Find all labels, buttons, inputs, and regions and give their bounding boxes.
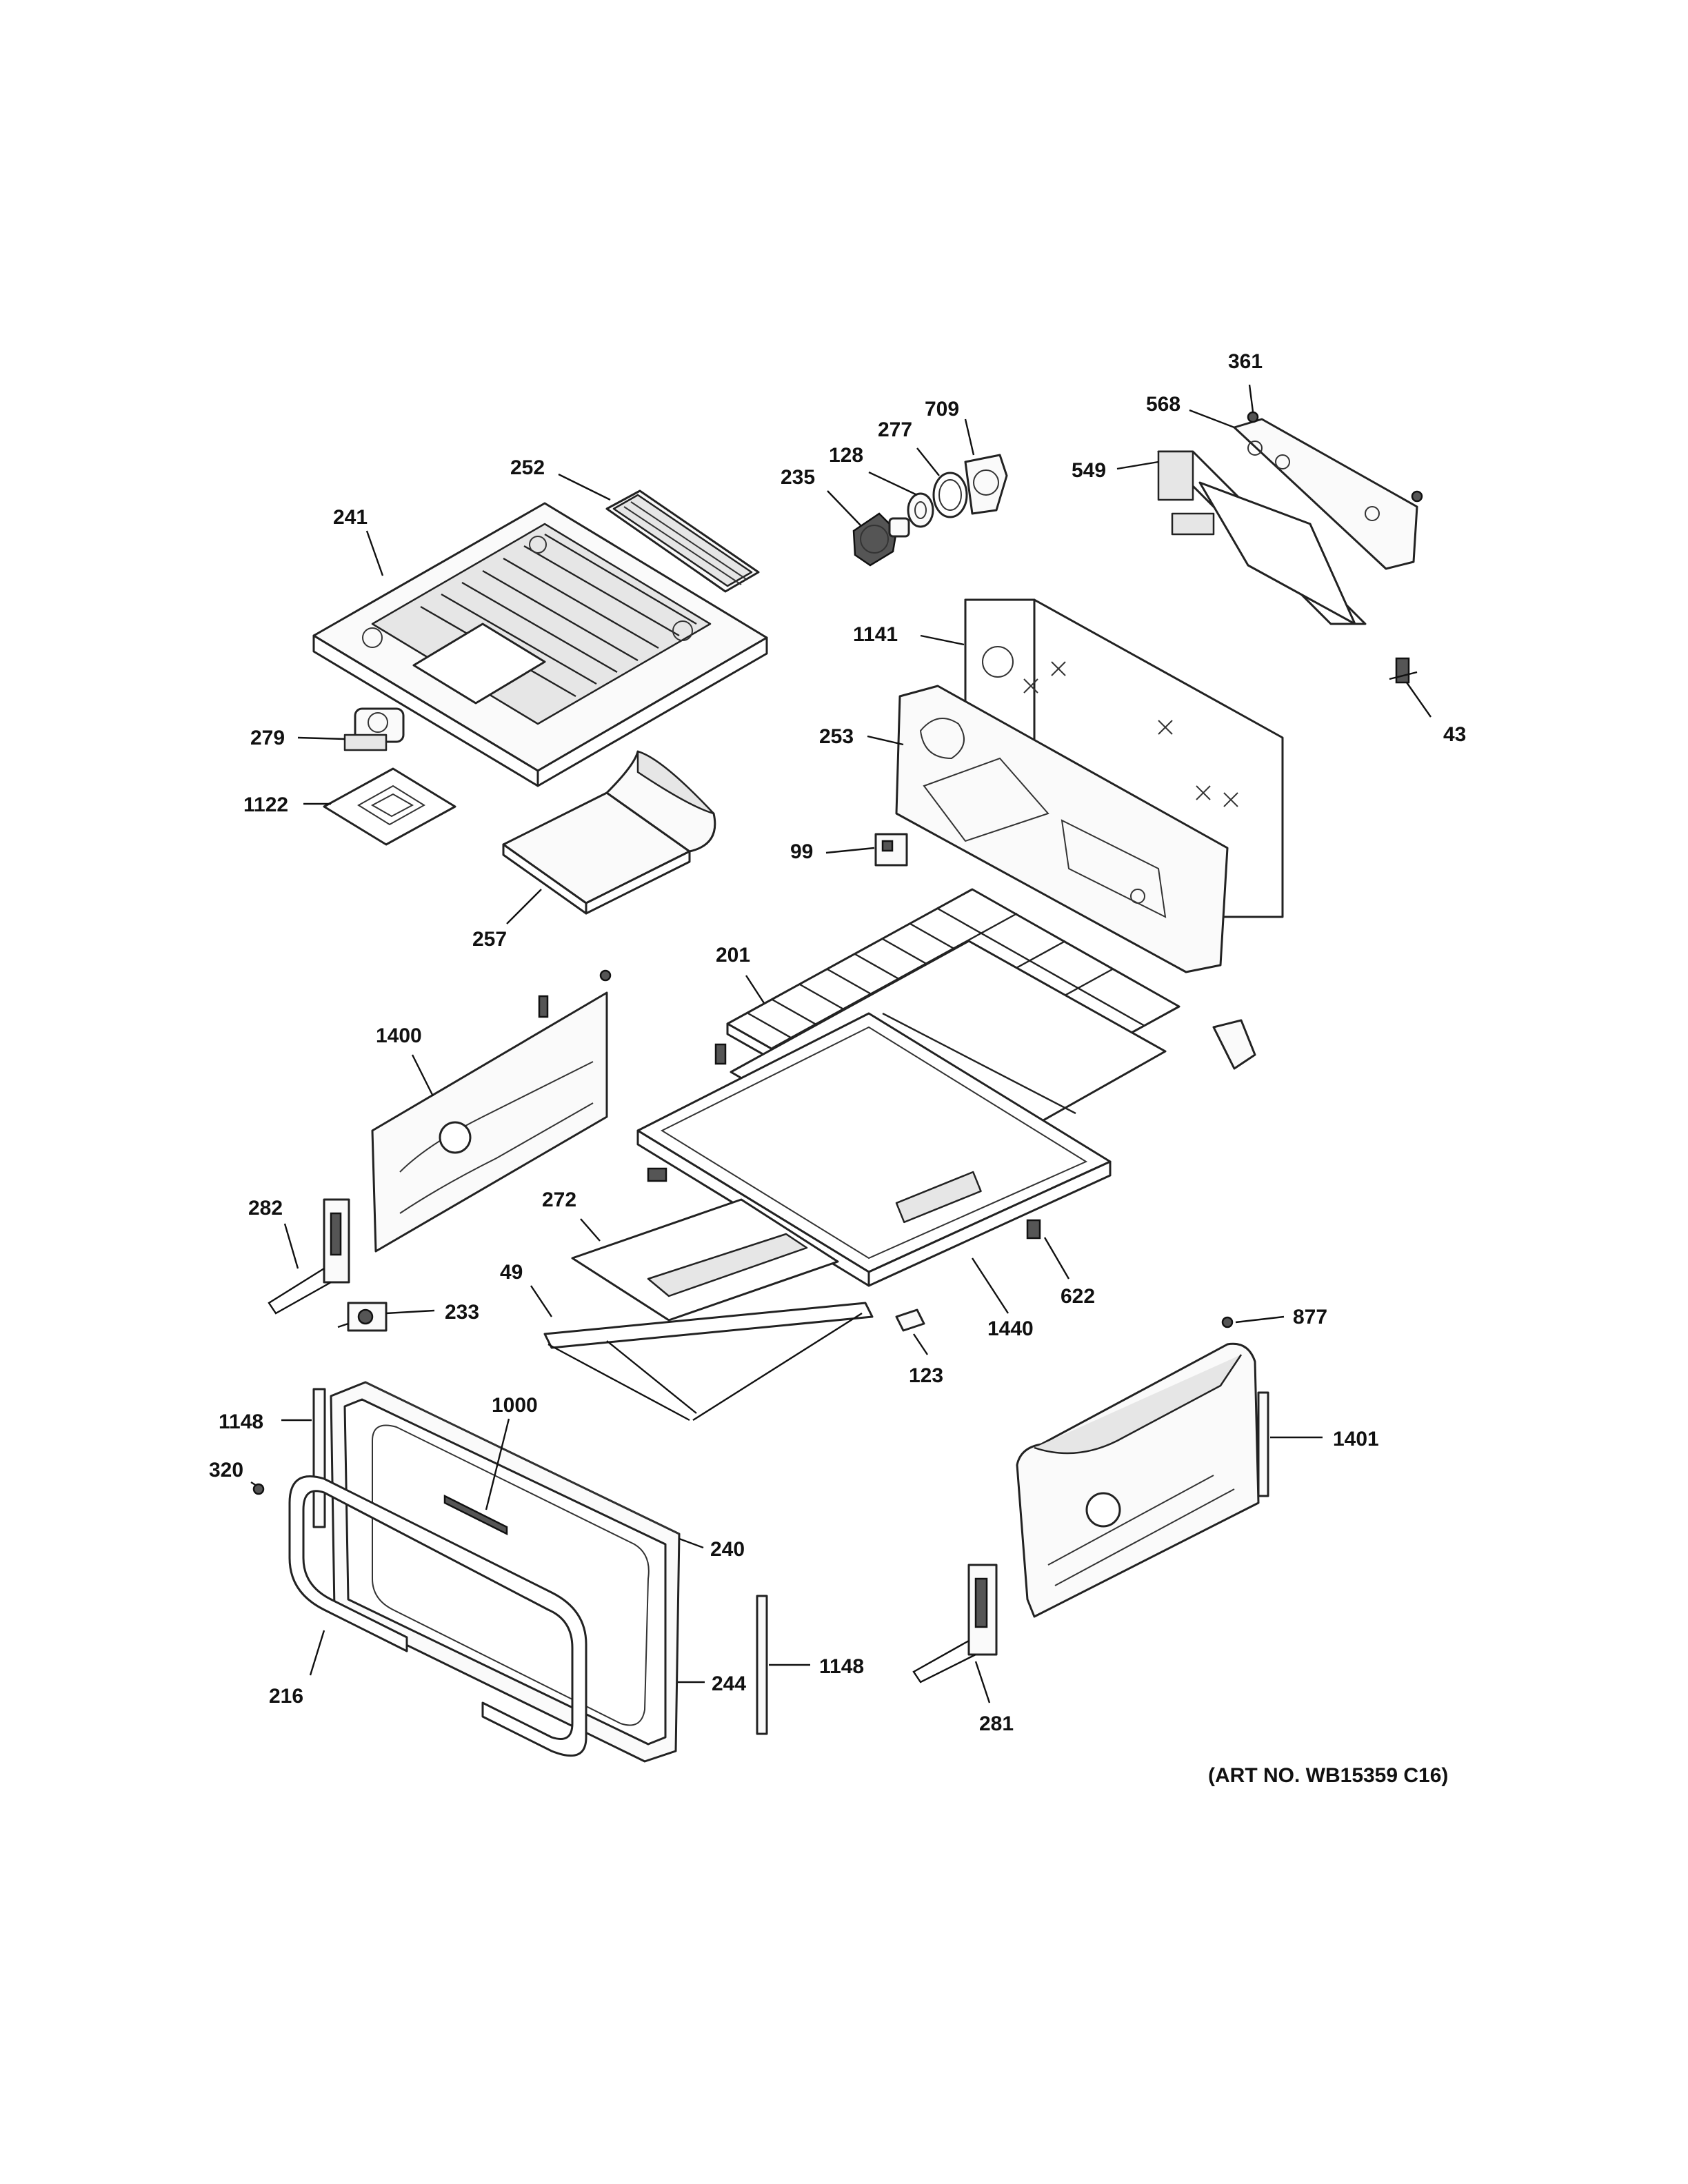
callout-281: 281 bbox=[979, 1712, 1014, 1735]
part-99-hinge-receiver bbox=[874, 833, 908, 867]
art-number: (ART NO. WB15359 C16) bbox=[1208, 1764, 1448, 1787]
callout-272: 272 bbox=[542, 1189, 576, 1211]
callout-877: 877 bbox=[1293, 1306, 1327, 1328]
callout-240: 240 bbox=[710, 1538, 745, 1561]
callout-43: 43 bbox=[1443, 723, 1466, 746]
part-877-screw bbox=[1221, 1316, 1234, 1328]
part-1400-left-side-panel bbox=[371, 969, 612, 1253]
callout-49: 49 bbox=[500, 1261, 523, 1284]
part-281-hinge bbox=[912, 1564, 998, 1684]
callout-99: 99 bbox=[790, 840, 813, 863]
callout-1440: 1440 bbox=[987, 1317, 1034, 1340]
callout-568: 568 bbox=[1146, 393, 1180, 416]
callout-233: 233 bbox=[445, 1301, 479, 1324]
callout-622: 622 bbox=[1061, 1285, 1095, 1308]
callout-123: 123 bbox=[909, 1364, 943, 1387]
callout-244: 244 bbox=[712, 1672, 746, 1695]
part-361-screw bbox=[1247, 411, 1423, 503]
callout-201: 201 bbox=[716, 944, 750, 967]
callout-128: 128 bbox=[829, 444, 863, 467]
part-622-clip bbox=[1026, 1219, 1041, 1240]
part-128-ring bbox=[907, 492, 934, 528]
callout-253: 253 bbox=[819, 725, 854, 748]
part-279-valve bbox=[338, 707, 405, 751]
part-1000-door-handle-strip bbox=[443, 1494, 508, 1536]
callout-1401: 1401 bbox=[1333, 1428, 1379, 1450]
part-257-baffle bbox=[502, 750, 716, 915]
part-49-bake-burner bbox=[543, 1302, 874, 1422]
callout-252: 252 bbox=[510, 456, 545, 479]
callout-1148-left: 1148 bbox=[219, 1410, 263, 1433]
part-235-igniter bbox=[852, 512, 910, 567]
callout-1122: 1122 bbox=[243, 793, 288, 816]
part-252-vent-trim bbox=[605, 489, 760, 593]
part-320-screw bbox=[252, 1483, 265, 1495]
callout-279: 279 bbox=[250, 727, 285, 749]
part-709-bracket bbox=[964, 454, 1008, 515]
callout-277: 277 bbox=[878, 418, 912, 441]
callout-1400: 1400 bbox=[376, 1024, 422, 1047]
part-1122-label bbox=[323, 767, 456, 846]
part-549-insulation bbox=[1157, 450, 1367, 625]
part-216-door-gasket bbox=[288, 1475, 587, 1757]
part-123-bracket bbox=[895, 1308, 925, 1332]
callout-1148-right: 1148 bbox=[819, 1655, 864, 1678]
callout-235: 235 bbox=[781, 466, 815, 489]
callout-241: 241 bbox=[333, 506, 368, 529]
callout-282: 282 bbox=[248, 1197, 283, 1220]
part-241-oven-top-cover bbox=[312, 502, 768, 787]
callout-320: 320 bbox=[209, 1459, 243, 1482]
callout-216: 216 bbox=[269, 1685, 303, 1708]
callout-257: 257 bbox=[472, 928, 507, 951]
callout-1000: 1000 bbox=[492, 1394, 538, 1417]
callout-labels: 361 568 709 277 128 235 549 252 241 1141… bbox=[209, 350, 1466, 1735]
part-1148-left-strip bbox=[312, 1388, 326, 1528]
callout-709: 709 bbox=[925, 398, 959, 421]
part-1148-right-strip bbox=[756, 1595, 768, 1735]
part-rack-support-bracket bbox=[1212, 1019, 1256, 1070]
callout-549: 549 bbox=[1072, 459, 1106, 482]
part-277-gasket bbox=[932, 472, 968, 518]
part-272-heat-deflector bbox=[571, 1167, 839, 1322]
part-253-rear-panel bbox=[895, 685, 1229, 973]
part-282-hinge bbox=[268, 1198, 350, 1315]
part-1401-right-side-panel bbox=[1016, 1342, 1269, 1618]
callout-361: 361 bbox=[1228, 350, 1263, 373]
leader-lines bbox=[250, 384, 1431, 1703]
part-233-latch bbox=[337, 1302, 388, 1332]
callout-1141: 1141 bbox=[853, 623, 898, 646]
part-43-bracket bbox=[1389, 657, 1418, 684]
